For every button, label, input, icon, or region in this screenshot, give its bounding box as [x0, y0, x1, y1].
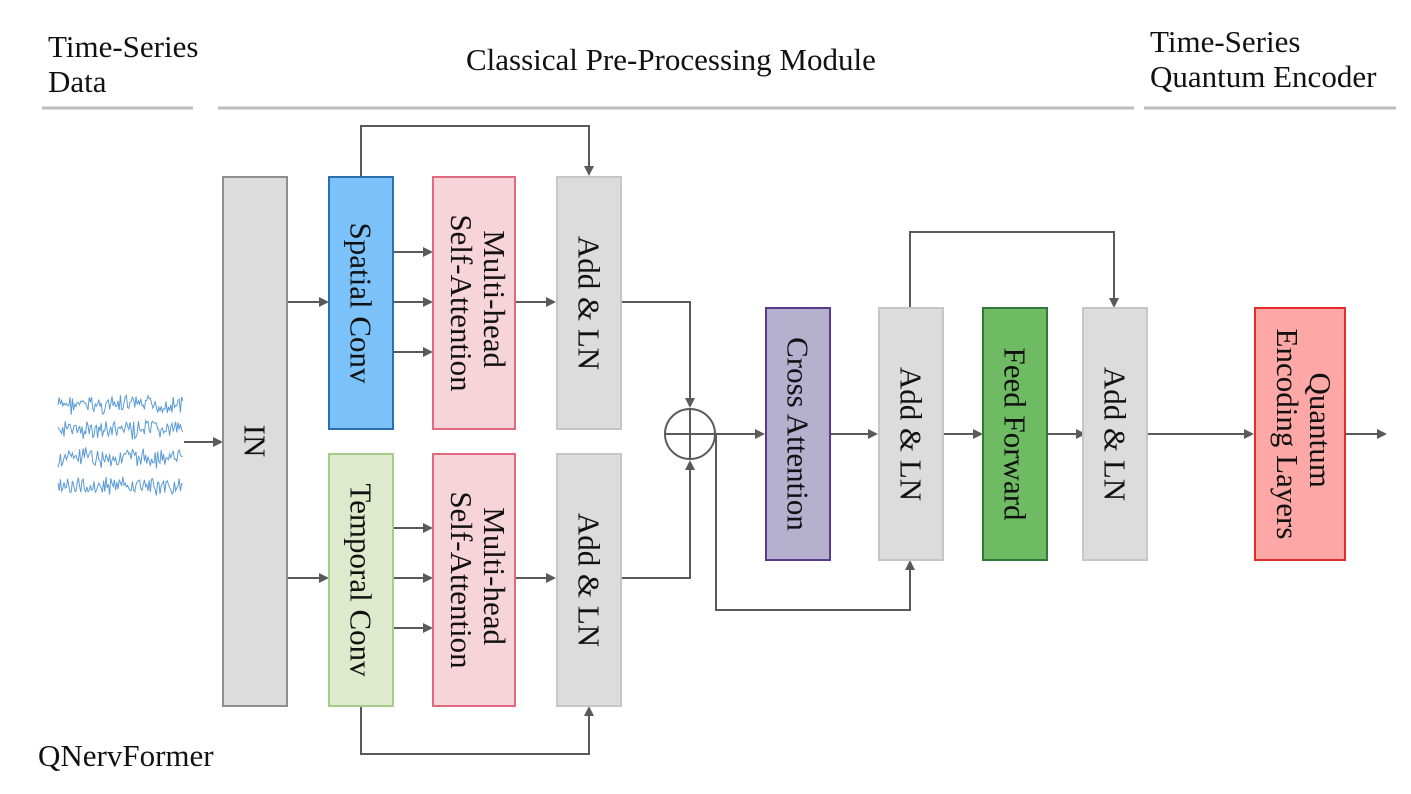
- header-quantum-encoder: Time-Series Quantum Encoder: [1150, 24, 1376, 94]
- label-line: Quantum: [1303, 372, 1338, 487]
- signal-trace: [57, 476, 183, 496]
- signal-trace: [57, 394, 184, 415]
- label-line: Self-Attention: [444, 214, 479, 392]
- residual-ffn: [909, 231, 1119, 308]
- label-feed-forward: Feed Forward: [998, 347, 1033, 521]
- signal-trace: [57, 419, 184, 440]
- arrow-addln-top-to-sum: [621, 301, 695, 408]
- block-mhsa-temporal: Multi-head Self-Attention: [432, 453, 516, 707]
- label-instance-norm: IN: [238, 425, 273, 458]
- block-temporal-conv: Temporal Conv: [328, 453, 394, 707]
- header-line: Data: [48, 64, 107, 99]
- label-line: Multi-head: [477, 507, 512, 645]
- label-line: Multi-head: [477, 230, 512, 368]
- block-add-ln-spatial: Add & LN: [556, 176, 622, 430]
- label-mhsa-spatial: Multi-head Self-Attention: [444, 214, 512, 392]
- label-quantum-encoding: Quantum Encoding Layers: [1270, 329, 1338, 540]
- header-line: Time-Series: [1150, 24, 1301, 59]
- label-line: Self-Attention: [444, 491, 479, 669]
- sum-node: [664, 408, 716, 460]
- block-quantum-encoding: Quantum Encoding Layers: [1254, 307, 1346, 561]
- label-add-ln-temporal: Add & LN: [572, 513, 607, 647]
- block-spatial-conv: Spatial Conv: [328, 176, 394, 430]
- header-preprocessing-module: Classical Pre-Processing Module: [466, 42, 876, 77]
- label-mhsa-temporal: Multi-head Self-Attention: [444, 491, 512, 669]
- label-cross-attention: Cross Attention: [781, 337, 816, 531]
- label-add-ln-ffn: Add & LN: [1098, 367, 1133, 501]
- block-add-ln-cross: Add & LN: [878, 307, 944, 561]
- connectors: [184, 125, 1387, 755]
- label-add-ln-cross: Add & LN: [894, 367, 929, 501]
- label-line: Encoding Layers: [1270, 329, 1305, 540]
- block-feed-forward: Feed Forward: [982, 307, 1048, 561]
- arrow-addln-bottom-to-sum: [621, 460, 695, 579]
- block-mhsa-spatial: Multi-head Self-Attention: [432, 176, 516, 430]
- header-time-series-data: Time-Series Data: [48, 29, 198, 99]
- label-temporal-conv: Temporal Conv: [344, 483, 379, 677]
- residual-temporal: [360, 706, 594, 755]
- header-line: Classical Pre-Processing Module: [466, 42, 876, 77]
- residual-cross: [715, 434, 915, 611]
- header-line: Quantum Encoder: [1150, 59, 1377, 94]
- signal-trace: [57, 447, 183, 469]
- header-line: Time-Series: [48, 29, 199, 64]
- label-add-ln-spatial: Add & LN: [572, 236, 607, 370]
- residual-spatial: [360, 125, 594, 176]
- block-add-ln-temporal: Add & LN: [556, 453, 622, 707]
- label-spatial-conv: Spatial Conv: [344, 222, 379, 384]
- block-cross-attention: Cross Attention: [765, 307, 831, 561]
- time-series-signal-icon: [57, 394, 184, 496]
- block-instance-norm: IN: [222, 176, 288, 707]
- diagram-title-text: QNervFormer: [38, 738, 214, 773]
- diagram-title: QNervFormer: [38, 738, 214, 773]
- block-add-ln-ffn: Add & LN: [1082, 307, 1148, 561]
